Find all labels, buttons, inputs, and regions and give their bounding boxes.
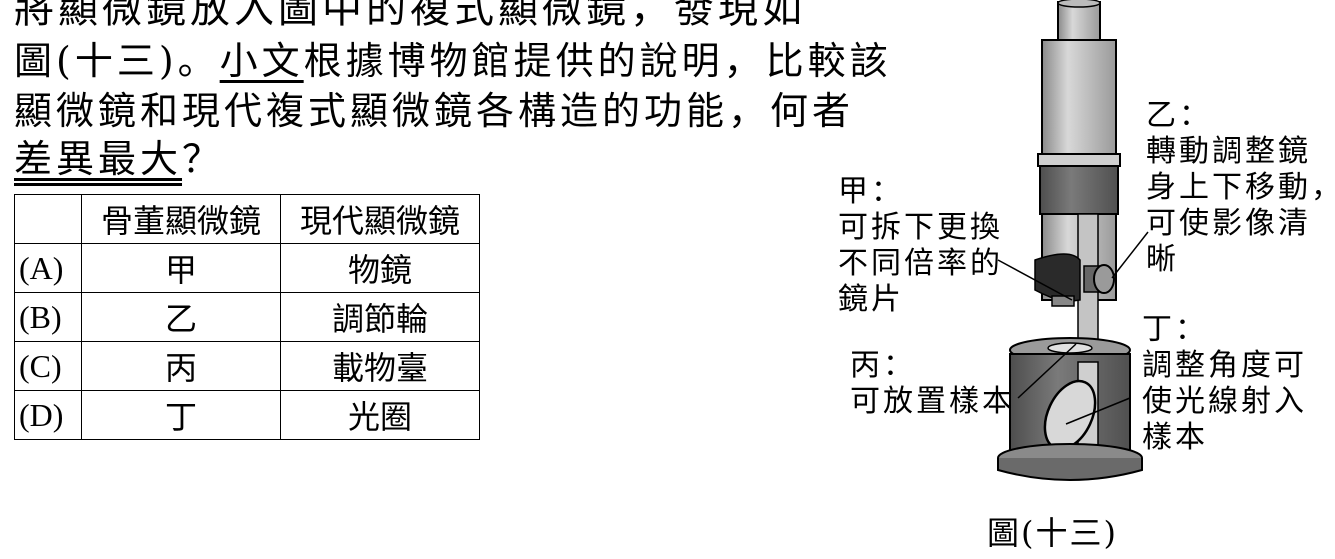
figure-caption: 圖(十三) (987, 514, 1118, 552)
label-ding-title: 丁： (1142, 312, 1208, 347)
option-label: (A) (14, 243, 82, 293)
table-cell: 物鏡 (280, 243, 480, 293)
label-jia-line: 可拆下更換 (838, 210, 1003, 245)
option-label: (D) (14, 390, 82, 440)
table-cell: 丁 (81, 390, 281, 440)
answer-table: 骨董顯微鏡 現代顯微鏡 (A) 甲 物鏡 (B) 乙 調節輪 (C) 丙 載物臺… (14, 194, 480, 440)
microscope-illustration (997, 0, 1149, 481)
table-cell: 調節輪 (280, 292, 480, 342)
question-line-2: 顯微鏡和現代複式顯微鏡各構造的功能，何者 (14, 89, 855, 133)
base (997, 458, 1143, 481)
table-row: (A) 甲 物鏡 (14, 243, 480, 293)
question-line-1-prefix: 圖(十三)。 (14, 39, 220, 83)
option-label: (C) (14, 341, 82, 391)
label-bing: 丙： 可放置樣本 (850, 348, 1015, 420)
question-line-1-suffix: 根據博物館提供的說明，比較該 (303, 39, 892, 83)
label-ding-line: 樣本 (1142, 420, 1208, 455)
question-line-1: 圖(十三)。小文根據博物館提供的說明，比較該 (14, 42, 892, 80)
table-cell: 丙 (81, 341, 281, 391)
label-jia-line: 鏡片 (838, 282, 904, 317)
dark-tube (1039, 165, 1119, 215)
label-yi-line: 晰 (1146, 242, 1179, 277)
label-yi-line: 轉動調整鏡 (1146, 134, 1311, 169)
question-emphasis: 差異最大 (14, 137, 183, 181)
table-header-cell: 骨董顯微鏡 (81, 194, 281, 244)
label-yi-line: 身上下移動， (1146, 170, 1335, 205)
label-yi: 乙： 轉動調整鏡 身上下移動， 可使影像清 晰 (1146, 98, 1335, 278)
table-cell: 乙 (81, 292, 281, 342)
label-bing-title: 丙： (850, 348, 916, 383)
label-jia: 甲： 可拆下更換 不同倍率的 鏡片 (838, 174, 1003, 318)
table-cell: 甲 (81, 243, 281, 293)
table-header-cell (14, 194, 82, 244)
question-mark: ？ (182, 137, 225, 181)
label-jia-line: 不同倍率的 (838, 246, 1003, 281)
label-ding-line: 使光線射入 (1142, 384, 1307, 419)
label-jia-title: 甲： (838, 174, 904, 209)
label-yi-title: 乙： (1146, 98, 1212, 133)
table-row: (D) 丁 光圈 (14, 390, 480, 440)
label-ding: 丁： 調整角度可 使光線射入 樣本 (1142, 312, 1307, 456)
table-header-row: 骨董顯微鏡 現代顯微鏡 (14, 194, 480, 244)
label-yi-line: 可使影像清 (1146, 206, 1311, 241)
table-cell: 光圈 (280, 390, 480, 440)
label-ding-line: 調整角度可 (1142, 348, 1307, 383)
label-bing-line: 可放置樣本 (850, 384, 1015, 419)
option-label: (B) (14, 292, 82, 342)
upper-tube (1041, 39, 1117, 161)
cut-off-text-line: 將顯微鏡放入圖中的複式顯微鏡，發現如 (14, 0, 806, 32)
table-cell: 載物臺 (280, 341, 480, 391)
question-name-underlined: 小文 (219, 39, 304, 83)
question-line-3: 差異最大？ (14, 140, 224, 178)
table-header-cell: 現代顯微鏡 (280, 194, 480, 244)
table-row: (C) 丙 載物臺 (14, 341, 480, 391)
table-row: (B) 乙 調節輪 (14, 292, 480, 342)
